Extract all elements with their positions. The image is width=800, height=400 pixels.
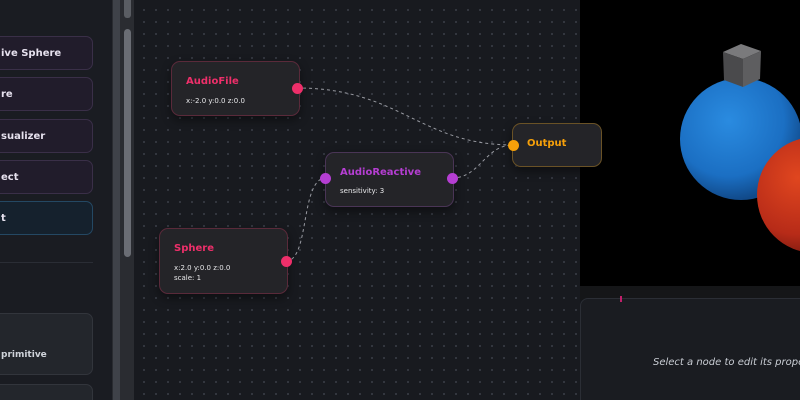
sidebar-card-label: primitive (1, 350, 47, 360)
sidebar-card[interactable] (0, 384, 93, 400)
panel-divider (580, 286, 800, 300)
output-port[interactable] (281, 256, 292, 267)
node-sensitivity: sensitivity: 3 (340, 187, 385, 195)
inspector-hint-text: Select a node to edit its proper (653, 357, 800, 368)
sidebar-item-sphere[interactable]: re (0, 77, 93, 111)
sidebar-item-label: ect (1, 171, 19, 183)
red-sphere (757, 138, 800, 252)
sidebar-item-label: sualizer (1, 130, 46, 142)
sidebar-scrollbar[interactable] (113, 0, 120, 400)
node-sphere[interactable]: Sphere x:2.0 y:0.0 z:0.0 scale: 1 (159, 228, 292, 294)
sidebar-item-active[interactable]: t (0, 201, 93, 235)
node-library-sidebar: ive Sphere re sualizer ect t primitive (0, 0, 112, 400)
node-title: AudioReactive (340, 167, 421, 178)
sidebar-item-effect[interactable]: ect (0, 160, 93, 194)
properties-panel (580, 298, 800, 400)
node-title: AudioFile (186, 76, 239, 87)
panel-accent (620, 296, 622, 302)
node-position: x:-2.0 y:0.0 z:0.0 (186, 97, 245, 105)
node-title: Output (527, 138, 567, 149)
scrollbar-thumb[interactable] (124, 29, 131, 257)
grey-cube (723, 44, 761, 87)
node-scale: scale: 1 (174, 274, 202, 282)
node-audiofile[interactable]: AudioFile x:-2.0 y:0.0 z:0.0 (171, 61, 303, 116)
sidebar-item-label: ive Sphere (1, 47, 62, 59)
sidebar-item-label: re (1, 88, 13, 100)
sidebar-item-audio-reactive-sphere[interactable]: ive Sphere (0, 36, 93, 70)
sidebar-item-visualizer[interactable]: sualizer (0, 119, 93, 153)
sidebar-divider (0, 262, 93, 263)
input-port[interactable] (508, 140, 519, 151)
node-position: x:2.0 y:0.0 z:0.0 (174, 264, 231, 272)
node-output[interactable]: Output (508, 123, 602, 167)
sidebar-item-label: t (1, 212, 6, 224)
node-title: Sphere (174, 243, 214, 254)
node-audioreactive[interactable]: AudioReactive sensitivity: 3 (320, 152, 458, 207)
output-port[interactable] (447, 173, 458, 184)
scene-render (680, 44, 800, 252)
3d-preview-viewport[interactable] (580, 0, 800, 286)
input-port[interactable] (320, 173, 331, 184)
sidebar-card-primitive[interactable]: primitive (0, 313, 93, 375)
output-port[interactable] (292, 83, 303, 94)
scrollbar-arrow[interactable] (124, 0, 131, 18)
